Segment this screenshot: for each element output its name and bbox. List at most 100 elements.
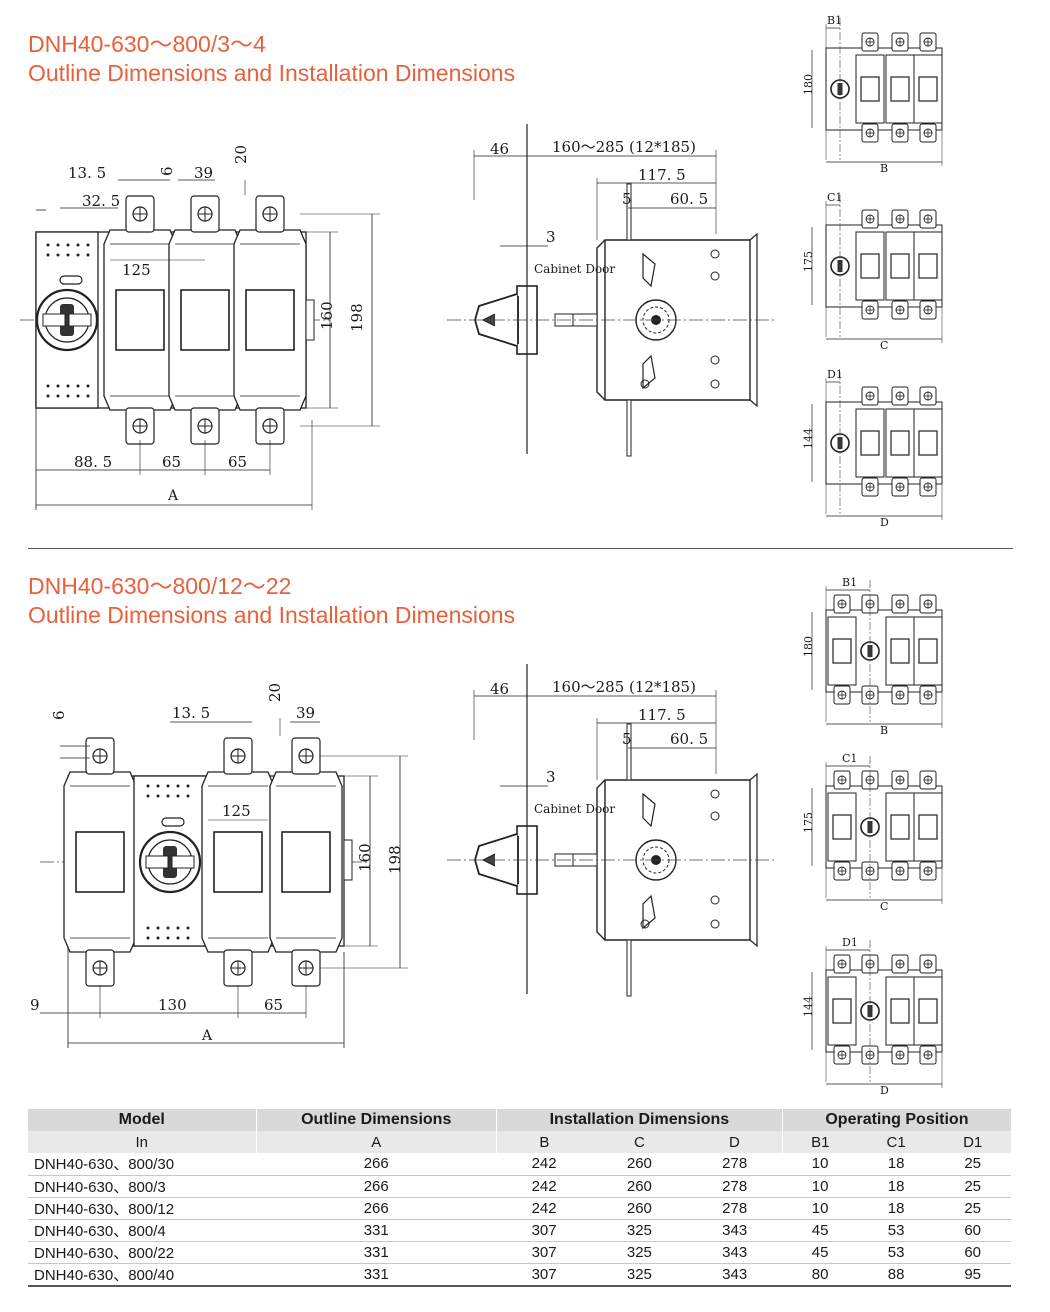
cell-b: 242 <box>496 1153 592 1176</box>
section-divider <box>28 548 1013 549</box>
cell-c: 325 <box>591 1219 688 1242</box>
cell-model: DNH40-630、800/22 <box>28 1241 256 1264</box>
cell-b: 307 <box>496 1241 592 1264</box>
section-2-subtitle: Outline Dimensions and Installation Dime… <box>28 602 516 628</box>
cell-a: 331 <box>256 1219 497 1242</box>
cell-b: 307 <box>496 1219 592 1242</box>
dim-125: 125 <box>122 261 151 279</box>
height-label: 144 <box>802 996 815 1017</box>
cell-c: 260 <box>591 1197 688 1220</box>
cell-c: 325 <box>591 1263 688 1287</box>
cell-b1: 10 <box>782 1175 858 1198</box>
side-dim-range: 160～285 (12*185) <box>552 138 696 156</box>
section-2-model: DNH40-630～800/12～22 <box>28 573 292 599</box>
cell-d1: 25 <box>934 1175 1011 1198</box>
dim2-125: 125 <box>222 802 251 820</box>
cell-c1: 18 <box>857 1197 935 1220</box>
cell-d1: 60 <box>934 1219 1011 1242</box>
dim2-65: 65 <box>264 996 283 1014</box>
cell-model: DNH40-630、800/4 <box>28 1219 256 1242</box>
table-row: DNH40-630、800/12 266 242 260 278 10 18 2… <box>28 1197 1011 1220</box>
cell-a: 266 <box>256 1197 497 1220</box>
cell-d: 278 <box>687 1197 783 1220</box>
installation-width-label: D <box>880 1084 889 1097</box>
operating-offset-label: D1 <box>827 368 843 381</box>
cell-d: 343 <box>687 1219 783 1242</box>
installation-width-label: B <box>880 724 888 737</box>
cell-a: 331 <box>256 1241 497 1264</box>
cell-c1: 18 <box>857 1175 935 1198</box>
side-dim-5: 5 <box>622 190 632 208</box>
operating-offset-label: B1 <box>842 576 857 589</box>
cell-d1: 25 <box>934 1197 1011 1220</box>
dim-6: 6 <box>158 166 176 176</box>
cell-c: 325 <box>591 1241 688 1264</box>
cabinet-door-label: Cabinet Door <box>534 262 615 276</box>
th-c1: C1 <box>857 1131 935 1153</box>
dim-20: 20 <box>232 145 250 164</box>
th-b1: B1 <box>781 1131 858 1153</box>
cell-a: 266 <box>256 1153 497 1176</box>
cell-c1: 18 <box>857 1153 935 1176</box>
side-dim-117-5: 117. 5 <box>638 166 686 184</box>
installation-width-label: C <box>880 900 888 913</box>
cell-b: 242 <box>496 1197 592 1220</box>
cell-d: 343 <box>687 1263 783 1287</box>
dim-65-b: 65 <box>228 453 247 471</box>
side2-dim-5: 5 <box>622 730 632 748</box>
cell-d1: 25 <box>934 1153 1011 1176</box>
dim2-130: 130 <box>158 996 187 1014</box>
operating-offset-label: B1 <box>827 14 842 27</box>
front-view-2: 6 13. 5 20 39 125 160 198 9 130 65 A <box>30 683 408 1048</box>
table-row: DNH40-630、800/3 266 242 260 278 10 18 25 <box>28 1175 1011 1198</box>
cell-c: 260 <box>591 1153 688 1176</box>
operating-offset-label: C1 <box>827 191 842 204</box>
cell-a: 266 <box>256 1175 497 1198</box>
cell-d: 278 <box>687 1175 783 1198</box>
dim2-a: A <box>201 1028 213 1044</box>
dim2-20: 20 <box>266 683 284 702</box>
dim2-198: 198 <box>386 845 404 874</box>
cell-a: 331 <box>256 1263 497 1287</box>
dim-88-5: 88. 5 <box>74 453 112 471</box>
cell-b: 242 <box>496 1175 592 1198</box>
cell-d: 343 <box>687 1241 783 1264</box>
cell-b: 307 <box>496 1263 592 1287</box>
table-subheader-row: In A B C D B1 C1 D1 <box>28 1131 1011 1153</box>
side2-dim-60-5: 60. 5 <box>670 730 708 748</box>
cell-b1: 80 <box>782 1263 858 1287</box>
side2-dim-3: 3 <box>546 768 556 786</box>
dim2-160: 160 <box>356 843 374 872</box>
table-row: DNH40-630、800/4 331 307 325 343 45 53 60 <box>28 1219 1011 1242</box>
front-view-1: 13. 5 32. 5 6 39 20 125 160 198 88. 5 65… <box>20 145 380 510</box>
section-1-subtitle: Outline Dimensions and Installation Dime… <box>28 60 516 86</box>
installation-width-label: D <box>880 516 889 529</box>
side2-dim-range: 160～285 (12*185) <box>552 678 696 696</box>
section-2-title: DNH40-630～800/12～22 Outline Dimensions a… <box>28 572 515 630</box>
cell-b1: 45 <box>782 1219 858 1242</box>
installation-width-label: C <box>880 339 888 352</box>
side2-dim-117-5: 117. 5 <box>638 706 686 724</box>
installation-width-label: B <box>880 162 888 175</box>
section-1-model: DNH40-630～800/3～4 <box>28 31 266 57</box>
th-d: D <box>687 1131 783 1153</box>
dim-65-a: 65 <box>162 453 181 471</box>
cell-c1: 88 <box>857 1263 935 1287</box>
dim2-9: 9 <box>30 996 40 1014</box>
cell-d: 278 <box>687 1153 783 1176</box>
cell-c1: 53 <box>857 1241 935 1264</box>
th-d1: D1 <box>934 1131 1011 1153</box>
side-view-2: 46 160～285 (12*185) 117. 5 5 60. 5 3 Cab… <box>446 663 776 997</box>
height-label: 144 <box>802 428 815 449</box>
side-dim-3: 3 <box>546 228 556 246</box>
operating-offset-label: C1 <box>842 752 857 765</box>
technical-drawings: 13. 5 32. 5 6 39 20 125 160 198 88. 5 65… <box>20 14 943 1097</box>
side-dim-46: 46 <box>490 140 509 158</box>
section-1-title: DNH40-630～800/3～4 Outline Dimensions and… <box>28 30 515 88</box>
